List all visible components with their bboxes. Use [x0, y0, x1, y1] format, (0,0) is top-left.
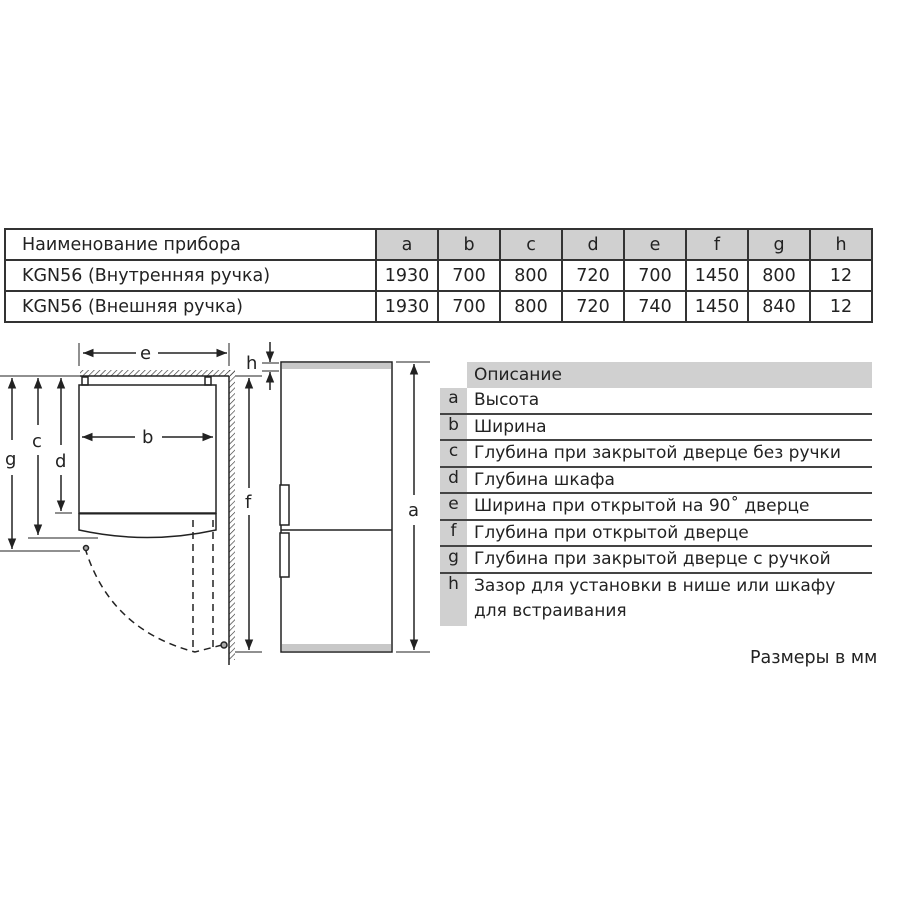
legend-title: Описание: [467, 362, 872, 388]
legend-key: b: [440, 414, 467, 439]
cell: 700: [437, 290, 501, 323]
fridge-body-front: [280, 361, 393, 653]
legend-row: c Глубина при закрытой дверце без ручки: [440, 441, 872, 468]
cell: 740: [623, 290, 687, 323]
cell: 800: [747, 259, 811, 292]
wall-hatch-side: [229, 370, 235, 660]
table-header-row: Наименование прибора a b c d e f g h: [4, 228, 873, 261]
front-view: [262, 342, 430, 653]
legend-key: a: [440, 388, 467, 413]
legend-key: e: [440, 494, 467, 519]
label-f: f: [245, 492, 252, 513]
cell: 1930: [375, 290, 439, 323]
legend-row: f Глубина при открытой дверце: [440, 520, 872, 547]
legend-row: a Высота: [440, 388, 872, 415]
header-name: Наименование прибора: [4, 228, 377, 261]
legend-key: c: [440, 441, 467, 466]
header-col: b: [437, 228, 501, 261]
legend-text: Глубина при закрытой дверце с ручкой: [474, 549, 831, 569]
top-view: [0, 343, 262, 665]
header-col: h: [809, 228, 873, 261]
units-note: Размеры в мм: [750, 648, 878, 668]
table-row: KGN56 (Внутренняя ручка) 1930 700 800 72…: [4, 259, 873, 292]
header-col: a: [375, 228, 439, 261]
cell: 700: [437, 259, 501, 292]
legend-text: Высота: [474, 390, 540, 410]
legend-text: Ширина при открытой на 90˚ дверце: [474, 496, 810, 516]
label-d: d: [55, 451, 66, 472]
row-name: KGN56 (Внутренняя ручка): [4, 259, 377, 292]
legend-row: e Ширина при открытой на 90˚ дверце: [440, 494, 872, 521]
cell: 700: [623, 259, 687, 292]
legend-text: Ширина: [474, 416, 547, 437]
label-b: b: [142, 427, 153, 448]
dimensions-table: Наименование прибора a b c d e f g h KGN…: [4, 228, 873, 323]
wall-hatch-top: [80, 370, 235, 376]
label-h: h: [246, 353, 257, 374]
cell: 720: [561, 259, 625, 292]
legend-row: b Ширина: [440, 414, 872, 441]
cell: 800: [499, 290, 563, 323]
legend-row: d Глубина шкафа: [440, 467, 872, 494]
header-col: c: [499, 228, 563, 261]
cell: 800: [499, 259, 563, 292]
door-closed: [78, 513, 217, 539]
cell: 1450: [685, 259, 749, 292]
legend-text: Глубина при закрытой дверце без ручки: [474, 443, 841, 463]
cell: 12: [809, 259, 873, 292]
legend-key: h: [440, 573, 467, 626]
header-col: f: [685, 228, 749, 261]
label-g: g: [5, 449, 16, 470]
cell: 12: [809, 290, 873, 323]
legend-text: Глубина при открытой дверце: [474, 522, 749, 543]
cell: 720: [561, 290, 625, 323]
cell: 840: [747, 290, 811, 323]
table-row: KGN56 (Внешняя ручка) 1930 700 800 720 7…: [4, 290, 873, 323]
header-col: d: [561, 228, 625, 261]
label-e: e: [140, 343, 151, 364]
header-col: e: [623, 228, 687, 261]
legend-row: g Глубина при закрытой дверце с ручкой: [440, 547, 872, 574]
cell: 1930: [375, 259, 439, 292]
legend-key: d: [440, 467, 467, 492]
label-a: a: [408, 500, 419, 521]
legend-key: f: [440, 520, 467, 545]
fridge-body-top: [78, 384, 217, 514]
legend-text: Зазор для установки в нише или шкафу для…: [474, 575, 836, 621]
door-swing-arc: [84, 547, 223, 653]
lower-handle: [279, 532, 290, 578]
cell: 1450: [685, 290, 749, 323]
row-name: KGN56 (Внешняя ручка): [4, 290, 377, 323]
header-col: g: [747, 228, 811, 261]
upper-handle: [279, 484, 290, 526]
label-c: c: [32, 431, 42, 452]
legend-text: Глубина шкафа: [474, 469, 615, 490]
legend-key: g: [440, 547, 467, 572]
